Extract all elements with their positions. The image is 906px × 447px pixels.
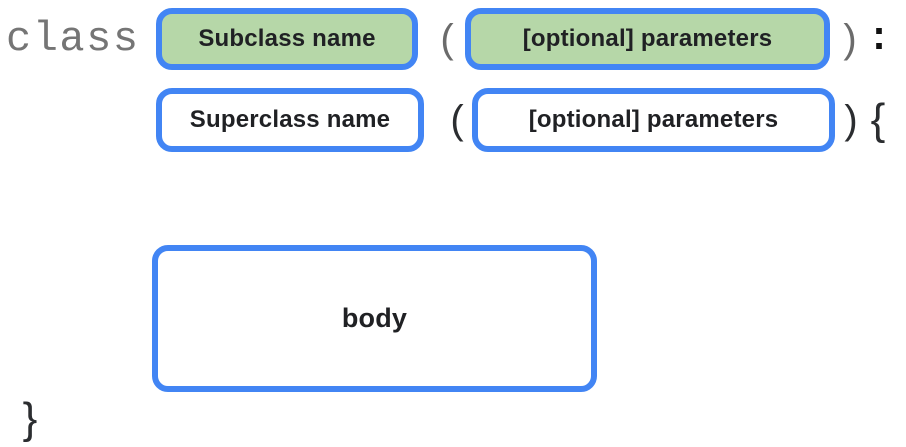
line2-open-paren: ( — [450, 97, 464, 142]
subclass-name-box: Subclass name — [156, 8, 418, 70]
line2-parameters-label: [optional] parameters — [528, 106, 779, 133]
superclass-name-label: Superclass name — [189, 106, 391, 133]
line2-parameters-box: [optional] parameters — [472, 88, 835, 152]
line1-parameters-label: [optional] parameters — [522, 25, 773, 52]
line1-colon: : — [866, 16, 891, 62]
class-keyword: class — [6, 15, 140, 63]
line2-open-brace: { — [870, 95, 886, 144]
body-label: body — [341, 303, 408, 333]
subclass-name-label: Subclass name — [198, 25, 376, 52]
line1-parameters-box: [optional] parameters — [465, 8, 830, 70]
line1-close-paren: ) — [843, 16, 857, 61]
close-brace: } — [22, 394, 38, 443]
line1-open-paren: ( — [440, 16, 454, 61]
superclass-name-box: Superclass name — [156, 88, 424, 152]
line2-close-paren: ) — [844, 97, 858, 142]
body-box: body — [152, 245, 597, 392]
